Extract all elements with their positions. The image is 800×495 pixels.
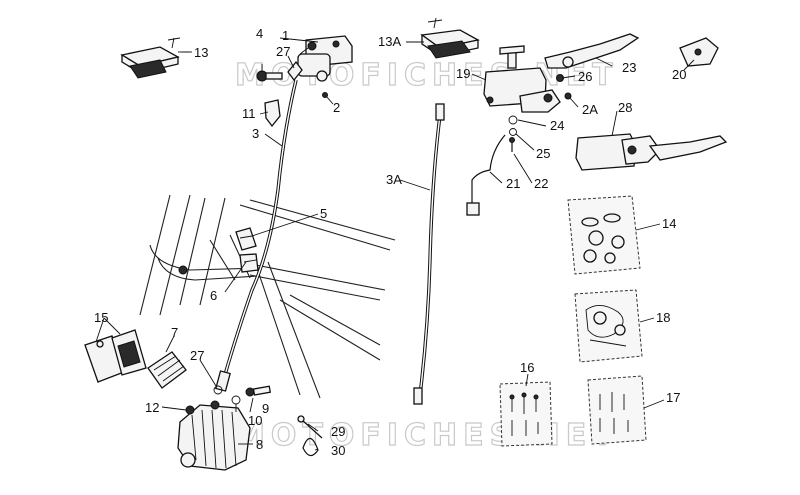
lever-cover-20	[679, 37, 719, 67]
callout-10: 10	[248, 413, 262, 428]
callout-23: 23	[622, 60, 636, 75]
callout-25: 25	[536, 146, 550, 161]
repair-kit-18	[574, 289, 643, 363]
callout-26: 26	[578, 69, 592, 84]
callout-27-upper: 27	[276, 44, 290, 59]
brake-pads-15	[84, 329, 147, 383]
callout-12: 12	[145, 400, 159, 415]
callout-2A: 2A	[582, 102, 598, 117]
callout-13: 13	[194, 45, 208, 60]
clip-30	[302, 437, 319, 457]
reservoir-cap-13	[120, 37, 190, 79]
callout-18: 18	[656, 310, 670, 325]
callout-5: 5	[320, 206, 327, 221]
repair-kit-14	[567, 195, 641, 275]
callout-2: 2	[333, 100, 340, 115]
front-master-cylinder-19	[483, 45, 561, 113]
callout-15: 15	[94, 310, 108, 325]
callout-24: 24	[550, 118, 564, 133]
brake-caliper-8	[177, 400, 251, 471]
fitting-11	[264, 99, 281, 128]
repair-kit-16	[499, 381, 553, 447]
callout-1: 1	[282, 28, 289, 43]
repair-kit-17	[587, 375, 647, 445]
master-cylinder-assembly-28	[575, 133, 728, 171]
reservoir-cap-13A	[420, 17, 480, 59]
banjo-bolt-9	[245, 385, 272, 397]
callout-19: 19	[456, 66, 470, 81]
watermark-bottom: MOTOFICHES.NET	[235, 418, 619, 453]
pad-spring-7	[147, 351, 187, 389]
callout-29: 29	[331, 424, 345, 439]
bolt-4	[256, 70, 283, 82]
callout-30: 30	[331, 443, 345, 458]
callouts: 13 4 27 1 2 11 3 5 6 15 7 27 12 9 10 8 2…	[94, 26, 686, 458]
callout-3A: 3A	[386, 172, 402, 187]
leader-lines	[95, 37, 695, 451]
hose-clip-5	[235, 227, 257, 251]
callout-27-lower: 27	[190, 348, 204, 363]
brake-hose-3	[215, 79, 298, 392]
washer-27-lower	[213, 385, 223, 395]
callout-3: 3	[252, 126, 259, 141]
callout-9: 9	[262, 401, 269, 416]
screw-2A	[564, 92, 572, 100]
washer-25	[509, 128, 517, 136]
washer-10	[231, 395, 241, 405]
callout-13A: 13A	[378, 34, 401, 49]
bleed-screw-12	[185, 405, 195, 415]
brake-hose-3A	[413, 103, 445, 405]
callout-11: 11	[242, 106, 256, 121]
pin-29	[297, 415, 323, 439]
callout-28: 28	[618, 100, 632, 115]
callout-22: 22	[534, 176, 548, 191]
callout-8: 8	[256, 437, 263, 452]
hose-clip-6	[239, 253, 259, 273]
brake-lever-23	[544, 33, 640, 69]
callout-6: 6	[210, 288, 217, 303]
master-cylinder-1	[287, 35, 353, 98]
washer-24	[508, 115, 518, 125]
callout-16: 16	[520, 360, 534, 375]
callout-21: 21	[506, 176, 520, 191]
callout-17: 17	[666, 390, 680, 405]
screw-22	[509, 137, 515, 152]
callout-14: 14	[662, 216, 676, 231]
callout-4: 4	[256, 26, 263, 41]
callout-20: 20	[672, 67, 686, 82]
switch-wire-21	[466, 134, 506, 216]
callout-7: 7	[171, 325, 178, 340]
